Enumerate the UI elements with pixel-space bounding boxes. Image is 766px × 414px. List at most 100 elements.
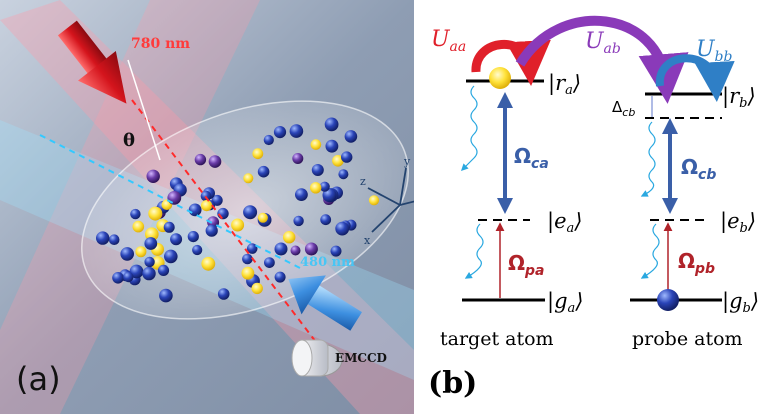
axis-label-x: x: [364, 234, 371, 247]
excited-atom: [310, 139, 322, 150]
ground-atom: [123, 271, 134, 283]
ground-atom: [304, 242, 318, 256]
excited-atom: [148, 206, 163, 221]
ground-atom: [338, 169, 349, 180]
ground-atom: [170, 233, 183, 246]
ground-atom: [144, 237, 158, 250]
probe-atom-marker: [657, 289, 679, 311]
ground-atom: [164, 249, 178, 264]
ground-atom: [324, 117, 339, 132]
ground-atom: [157, 264, 170, 276]
coordinate-axes: [367, 167, 414, 233]
axis-label-y: y: [403, 155, 411, 168]
ground-atom: [142, 266, 156, 281]
ground-atom: [264, 257, 275, 268]
ground-atom: [325, 139, 339, 153]
ground-atom: [208, 155, 222, 168]
ground-atom: [273, 126, 287, 139]
ground-atom: [130, 208, 141, 220]
excited-atom: [332, 155, 344, 167]
excited-atom: [201, 200, 213, 212]
ground-atom: [274, 271, 286, 283]
target-rydberg-label: |ra⟩: [548, 71, 581, 98]
ground-atom: [194, 153, 207, 166]
ground-atom: [167, 191, 182, 205]
excited-atom: [252, 148, 264, 160]
panel-a-label: (a): [16, 360, 61, 398]
excited-atom: [251, 282, 263, 295]
ground-atom: [112, 272, 124, 284]
ground-atom: [257, 165, 270, 178]
target-atom-marker: [489, 67, 511, 89]
ground-atom: [205, 224, 218, 237]
excited-atom: [257, 212, 268, 223]
ground-atom: [293, 215, 304, 227]
ground-atom: [217, 288, 230, 300]
ground-atom: [319, 181, 330, 192]
red-beam-axis: [131, 99, 323, 351]
detuning-label: Δcb: [612, 98, 635, 119]
red-laser-label: 780 nm: [131, 36, 190, 52]
ground-atom: [192, 244, 203, 256]
interaction-arc-ab: [515, 15, 689, 104]
blue-laser-arrow: [288, 275, 362, 331]
target-ground-label: |ga⟩: [547, 289, 584, 316]
ground-atom: [187, 231, 199, 243]
excited-atom: [283, 231, 296, 244]
ground-atom: [108, 234, 120, 245]
angle-label: θ: [123, 130, 135, 151]
red-laser-arrow: [57, 20, 127, 104]
interaction-label-ab: Uab: [585, 29, 621, 57]
ground-atom: [120, 247, 134, 261]
ground-atom: [246, 243, 258, 254]
target-intermediate-decay: [464, 223, 484, 279]
ground-atom: [330, 245, 342, 257]
ground-atom: [289, 124, 304, 138]
blue-laser-label: 480 nm: [300, 255, 355, 270]
ground-atom: [274, 242, 288, 256]
ground-atom: [344, 130, 358, 143]
ground-atom: [335, 221, 350, 236]
ground-atom: [320, 214, 332, 226]
ground-atom: [243, 205, 258, 220]
ground-atom: [290, 245, 301, 256]
ground-atom: [188, 203, 202, 217]
ground-atom: [295, 188, 308, 202]
ground-atom: [311, 164, 324, 176]
ground-atom: [292, 153, 304, 164]
incidence-reference-line: [127, 59, 161, 161]
interaction-arc-bb: [655, 54, 735, 102]
ground-atom: [263, 134, 274, 146]
camera-label: EMCCD: [335, 351, 387, 365]
interaction-label-bb: Ubb: [696, 37, 733, 65]
target-rydberg-decay: [460, 85, 478, 172]
ground-atom: [159, 288, 173, 303]
excited-atom: [231, 218, 245, 232]
probe-coupling-label: Ωcb: [681, 155, 716, 183]
ground-atom: [146, 169, 160, 183]
excited-atom: [135, 246, 147, 258]
panel-b-label: (b): [428, 366, 477, 401]
probe-rydberg-decay: [640, 121, 656, 197]
interaction-label-aa: Uaa: [431, 27, 466, 55]
ground-atom: [144, 256, 155, 268]
probe-probe-label: Ωpb: [678, 249, 715, 277]
atom-ensemble: [96, 117, 380, 303]
probe-intermediate-label: |eb⟩: [720, 209, 756, 236]
ground-atom: [341, 151, 353, 163]
probe-rydberg-label: |rb⟩: [722, 84, 756, 111]
excited-atom: [368, 195, 380, 206]
excited-atom: [132, 220, 145, 233]
target-intermediate-label: |ea⟩: [547, 209, 582, 236]
probe-ground-label: |gb⟩: [722, 289, 759, 316]
excited-atom: [310, 182, 322, 194]
excited-atom: [201, 256, 216, 271]
ground-atom: [163, 221, 175, 233]
excited-atom: [243, 173, 254, 184]
target-atom-caption: target atom: [440, 328, 554, 350]
target-probe-label: Ωpa: [508, 251, 544, 279]
target-coupling-label: Ωca: [514, 144, 549, 172]
excited-atom: [241, 266, 255, 280]
